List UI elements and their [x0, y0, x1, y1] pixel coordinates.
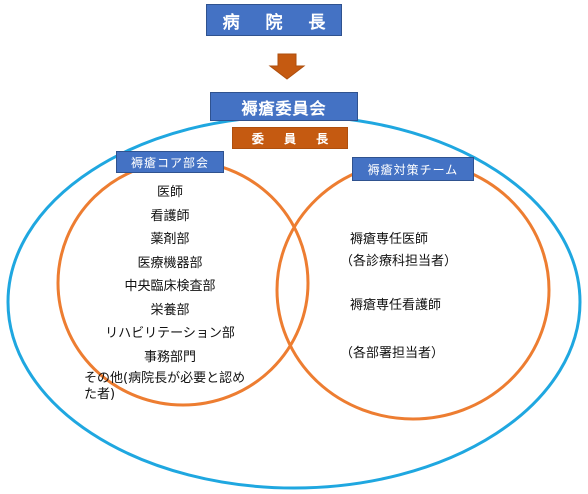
director-box: 病 院 長 — [206, 4, 342, 36]
list-item: 医師 — [156, 185, 183, 200]
core-group-label: 褥瘡コア部会 — [116, 151, 224, 173]
list-item: 看護師 — [150, 208, 190, 224]
list-item: 栄養部 — [150, 302, 190, 318]
chair-box: 委 員 長 — [232, 127, 348, 149]
team-member-doctor: 褥瘡専任医師 — [350, 232, 429, 247]
team-member-nurse: 褥瘡専任看護師 — [350, 298, 442, 313]
list-item: 事務部門 — [143, 349, 196, 365]
list-item: 薬剤部 — [150, 232, 190, 247]
team-member-doctor-note: （各診療科担当者） — [340, 254, 458, 269]
list-item: 中央臨床検査部 — [124, 279, 216, 294]
team-group-label: 褥瘡対策チーム — [352, 157, 474, 181]
team-member-nurse-note: （各部署担当者） — [340, 346, 445, 361]
committee-box: 褥瘡委員会 — [210, 92, 358, 121]
list-item: その他(病院長が必要と認めた者) — [84, 371, 246, 402]
list-item: 医療機器部 — [137, 255, 203, 271]
core-member-list: 医師 看護師 薬剤部 医療機器部 中央臨床検査部 栄養部 リハビリテーション部 … — [84, 181, 256, 403]
list-item: リハビリテーション部 — [105, 326, 235, 341]
down-arrow — [268, 53, 306, 80]
team-circle — [275, 159, 551, 421]
